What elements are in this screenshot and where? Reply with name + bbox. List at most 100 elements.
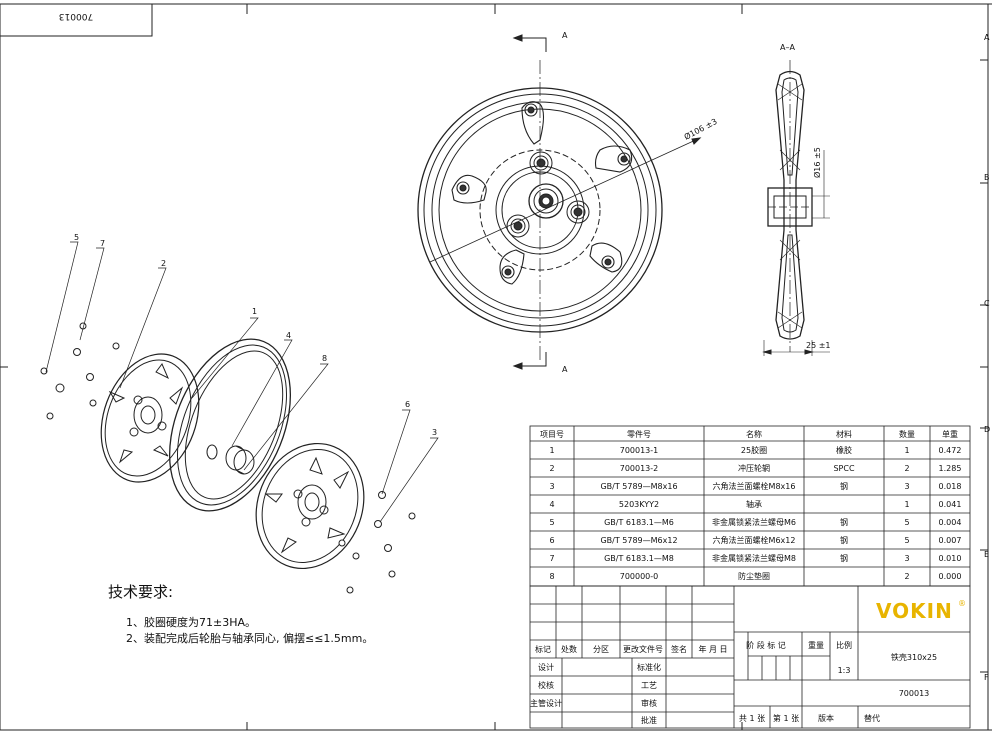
border-letter-d: D [984,425,990,434]
bom-header-part: 零件号 [627,429,651,439]
bom-cell: 3 [904,482,909,491]
bom-row: 5 GB/T 6183.1—M6 非金属锁紧法兰螺母M6 钢 5 0.004 [549,517,961,527]
bom-cell: 2 [904,572,909,581]
bom-cell: 0.010 [939,554,962,563]
callout-8: 8 [322,354,327,363]
bom-cell: 0.472 [939,446,962,455]
registered-mark: ® [958,599,966,608]
bom-header-qty: 数量 [899,429,915,439]
callout-4: 4 [286,331,291,340]
stage-header: 比例 [836,640,852,650]
role-standardization: 标准化 [637,662,661,672]
bom-row: 1 700013-1 25胶圈 橡胶 1 0.472 [549,445,961,455]
stage-headers: 阶 段 标 记 重量 比例 [746,640,852,650]
border-letter-e: E [984,550,989,559]
exploded-view [40,241,439,594]
bom-cell: 6 [549,536,554,545]
bom-row: 2 700013-2 冲压轮辋 SPCC 2 1.285 [549,463,961,473]
drawing-frame [0,3,992,731]
bom-cell: 3 [549,482,554,491]
rev-header: 处数 [561,644,577,654]
bom-cell: 0.018 [939,482,962,491]
bom-cell: GB/T 5789—M6x12 [600,536,677,545]
bom-cell: 3 [904,554,909,563]
bom-cell: 0.004 [939,518,962,527]
section-marker-bottom: A [562,365,568,374]
bom-header-material: 材料 [836,429,852,439]
callout-7: 7 [100,239,105,248]
role-lead-design: 主管设计 [530,698,562,708]
bom-rows: 1 700013-1 25胶圈 橡胶 1 0.472 2 700013-2 冲压… [549,445,961,581]
drawing-number: 700013 [899,689,930,698]
bom-cell: 700000-0 [620,572,659,581]
role-labels-mid: 标准化 工艺 审核 批准 [637,662,661,725]
section-title: A–A [780,43,795,52]
brand-logo: VOKIN ® [876,599,966,623]
bom-cell: 六角法兰面螺栓M6x12 [713,535,796,545]
notes-title: 技术要求: [108,583,173,601]
bom-row: 8 700000-0 防尘垫圈 2 0.000 [549,571,961,581]
bom-cell: 非金属锁紧法兰螺母M8 [712,553,796,563]
brand-logo-text: VOKIN [876,599,953,623]
rotated-drawing-number: 700013 [59,11,93,21]
section-marker-top: A [562,31,568,40]
callout-5: 5 [74,233,79,242]
callout-3: 3 [432,428,437,437]
stage-header: 重量 [808,640,824,650]
callout-labels: 5 7 2 1 4 8 6 3 [74,233,437,437]
wheel-section-view [762,60,830,356]
scale-value: 1:3 [838,666,851,675]
bom-cell: 轴承 [746,499,762,509]
role-process: 工艺 [641,681,657,690]
bom-header-name: 名称 [746,429,762,439]
bom-cell: 钢 [840,553,848,563]
callout-2: 2 [161,259,166,268]
role-check: 校核 [538,680,554,690]
bom-cell: 7 [549,554,554,563]
border-letters: A B C D E F [984,33,990,682]
bom-cell: 8 [549,572,554,581]
bom-row: 7 GB/T 6183.1—M8 非金属锁紧法兰螺母M8 钢 3 0.010 [549,553,961,563]
bom-cell: 5 [549,518,554,527]
bom-cell: 700013-2 [620,464,659,473]
bom-cell: 1 [549,446,554,455]
note-2: 2、装配完成后轮胎与轴承同心, 偏摆≤≤1.5mm。 [126,631,373,645]
part-name: 铁壳310x25 [891,652,937,662]
bom-cell: 700013-1 [620,446,659,455]
role-review: 审核 [641,698,657,708]
bom-cell: 1 [904,446,909,455]
bom-cell: 六角法兰面螺栓M8x16 [713,481,796,491]
bom-cell: GB/T 5789—M8x16 [600,482,677,491]
bore-dimension: Ø16 ±5 [812,147,822,178]
bom-cell: GB/T 6183.1—M8 [604,554,674,563]
bom-cell: 防尘垫圈 [738,571,770,581]
bom-row: 6 GB/T 5789—M6x12 六角法兰面螺栓M6x12 钢 5 0.007 [549,535,961,545]
role-design: 设计 [538,662,554,672]
bom-header-weight: 单重 [942,429,958,439]
rev-header: 分区 [593,645,609,654]
sheet-number: 第 1 张 [773,713,799,723]
bom-cell: 橡胶 [836,445,852,455]
bom-row: 3 GB/T 5789—M8x16 六角法兰面螺栓M8x16 钢 3 0.018 [549,481,961,491]
border-letter-f: F [984,673,989,682]
bom-cell: 冲压轮辋 [738,463,770,473]
title-block [529,585,971,729]
bom-cell: 4 [549,500,554,509]
bom-header: 项目号 零件号 名称 材料 数量 单重 [540,429,958,439]
bom-cell: 钢 [840,481,848,491]
width-dimension: 25 ±1 [806,341,831,350]
border-letter-a: A [984,33,990,42]
border-letter-b: B [984,173,990,182]
bom-cell: 5 [904,536,909,545]
bom-cell: 1.285 [939,464,962,473]
bom-cell: 5203KYY2 [619,500,659,509]
role-labels-left: 设计 校核 主管设计 [530,662,562,708]
note-1: 1、胶圈硬度为71±3HA。 [126,615,256,629]
rev-header: 签名 [671,644,687,654]
bom-cell: 0.007 [939,536,962,545]
bom-cell: 5 [904,518,909,527]
sheets-total: 共 1 张 [739,714,765,723]
bom-row: 4 5203KYY2 轴承 1 0.041 [549,499,961,509]
rev-header: 年 月 日 [698,644,727,654]
